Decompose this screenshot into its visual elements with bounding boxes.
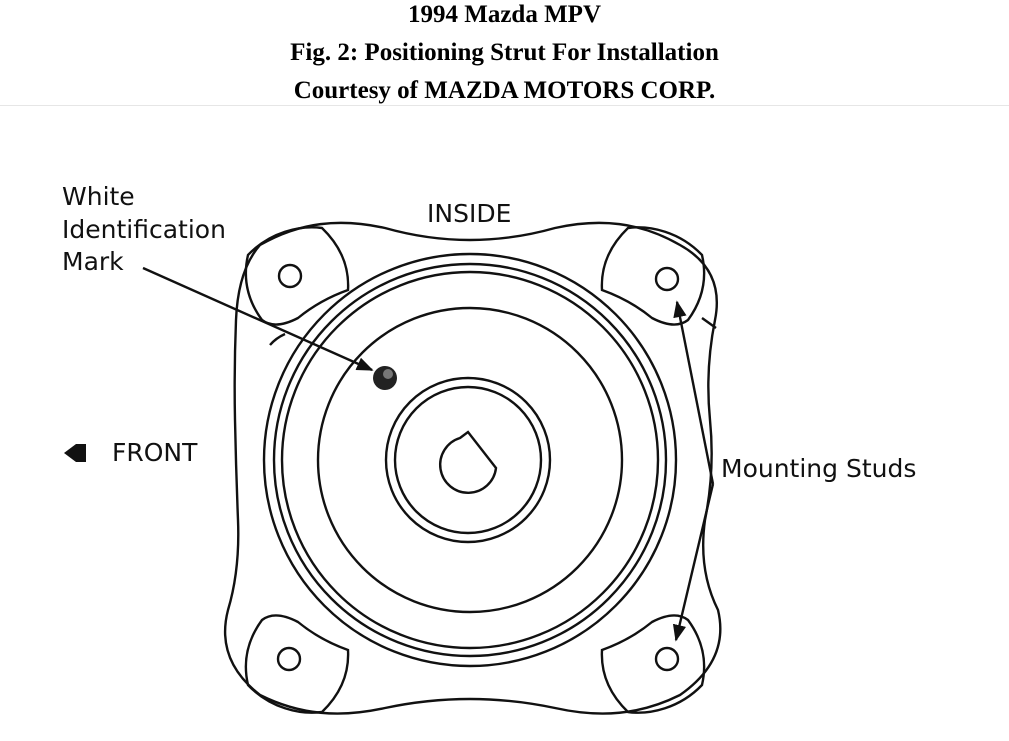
label-inside: INSIDE: [427, 199, 511, 228]
lug-pad-top-right: [600, 226, 706, 326]
stud-hole-top-left: [277, 263, 303, 289]
outer-ring-3: [280, 270, 660, 650]
outer-ring-1: [262, 252, 678, 668]
stud-hole-top-right: [654, 266, 680, 292]
outer-ring-2: [272, 262, 668, 658]
lug-pad-top-left: [244, 226, 350, 326]
figure-vehicle-title: 1994 Mazda MPV: [407, 1, 602, 28]
label-front: FRONT: [112, 438, 198, 467]
inner-ring-2: [393, 385, 543, 535]
center-hole: [439, 430, 498, 494]
label-mounting-studs: Mounting Studs: [721, 454, 916, 483]
leader-arrow-stud-bottom: [672, 483, 715, 642]
label-mark: Mark: [62, 247, 124, 276]
lug-pad-bottom-left: [244, 614, 350, 714]
mount-plate-outline: [223, 221, 722, 715]
middle-ring: [316, 306, 624, 614]
front-arrow-icon: [64, 444, 86, 462]
header-divider: [0, 105, 1009, 106]
edge-tick-right: [701, 317, 717, 329]
leader-arrow-identification: [142, 266, 374, 372]
inner-ring-1: [384, 376, 552, 544]
figure-header: 1994 Mazda MPV Fig. 2: Positioning Strut…: [0, 0, 1009, 110]
white-identification-mark-highlight: [383, 369, 393, 379]
edge-tick-left: [269, 332, 286, 346]
leader-arrow-stud-top: [673, 300, 715, 485]
lug-pad-bottom-right: [600, 614, 706, 714]
label-white: White: [62, 182, 135, 211]
figure-credit: Courtesy of MAZDA MOTORS CORP.: [293, 77, 716, 104]
stud-hole-bottom-right: [654, 646, 680, 672]
figure-caption: Fig. 2: Positioning Strut For Installati…: [290, 39, 719, 66]
stud-hole-bottom-left: [276, 646, 302, 672]
label-identification: Identification: [62, 215, 226, 244]
